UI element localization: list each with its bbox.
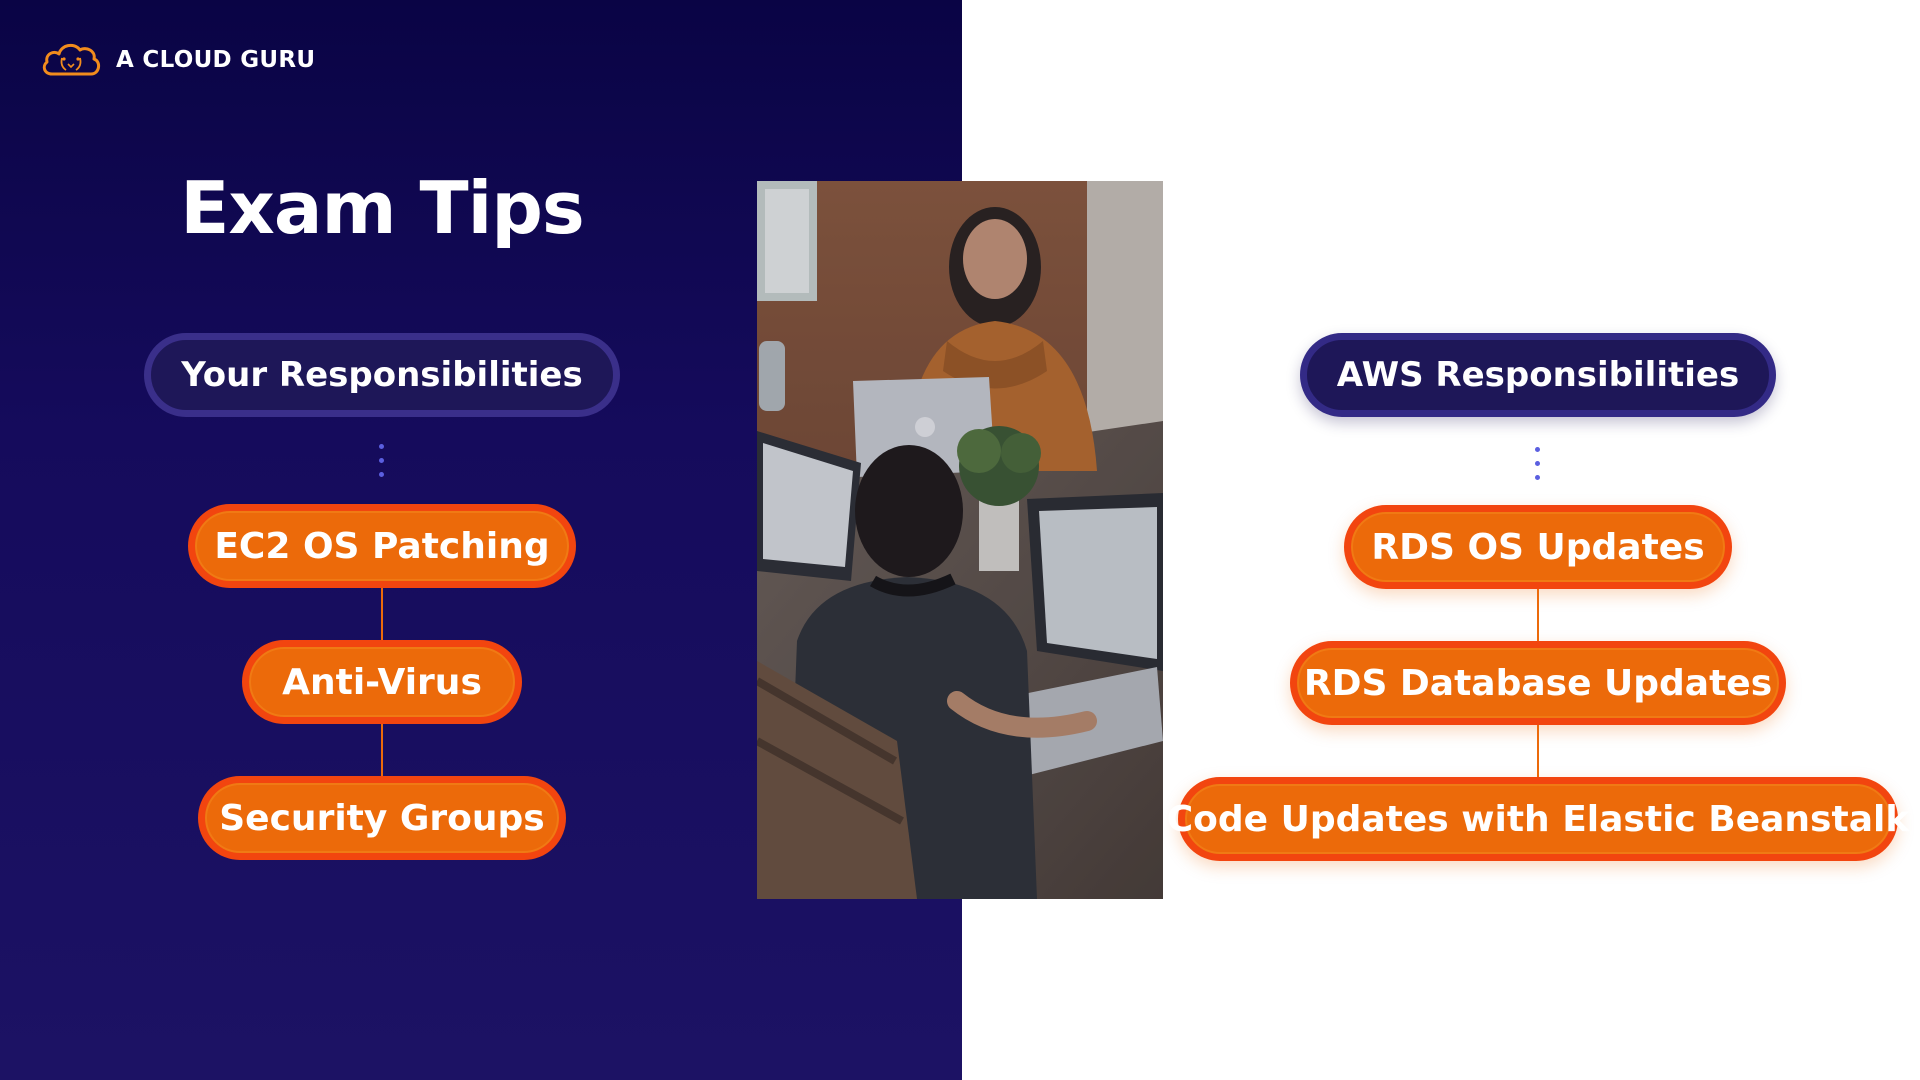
page-title: Exam Tips <box>180 166 585 250</box>
brand-name: A CLOUD GURU <box>116 47 316 73</box>
connector-dot <box>1535 447 1540 452</box>
your-item-security-groups: Security Groups <box>198 776 566 860</box>
right-connector-line-2 <box>1537 725 1539 777</box>
your-item-label: Security Groups <box>219 797 545 839</box>
aws-item-label: RDS Database Updates <box>1303 662 1773 704</box>
your-item-ec2-os-patching: EC2 OS Patching <box>188 504 576 588</box>
connector-dot <box>379 472 384 477</box>
aws-item-label: RDS OS Updates <box>1371 526 1705 568</box>
your-item-anti-virus: Anti-Virus <box>242 640 522 724</box>
aws-item-rds-database-updates: RDS Database Updates <box>1290 641 1786 725</box>
brand-logo: A CLOUD GURU <box>40 38 315 82</box>
aws-item-code-updates-elastic-beanstalk: Code Updates with Elastic Beanstalk <box>1167 777 1909 861</box>
cloud-logo-icon <box>42 43 100 76</box>
left-connector-line-2 <box>381 724 383 776</box>
right-dotted-connector <box>1535 447 1541 480</box>
connector-dot <box>379 444 384 449</box>
your-item-label: EC2 OS Patching <box>214 525 550 567</box>
your-responsibilities-heading: Your Responsibilities <box>144 333 620 417</box>
your-responsibilities-heading-label: Your Responsibilities <box>181 355 583 395</box>
connector-dot <box>1535 475 1540 480</box>
office-photo <box>757 181 1163 899</box>
left-dotted-connector <box>379 444 385 477</box>
connector-dot <box>379 458 384 463</box>
photo-illustration <box>757 181 1163 899</box>
right-connector-line-1 <box>1537 589 1539 641</box>
aws-item-label: Code Updates with Elastic Beanstalk <box>1166 798 1910 840</box>
aws-responsibilities-heading-label: AWS Responsibilities <box>1336 355 1740 395</box>
left-connector-line-1 <box>381 588 383 640</box>
aws-responsibilities-heading: AWS Responsibilities <box>1300 333 1776 417</box>
connector-dot <box>1535 461 1540 466</box>
your-item-label: Anti-Virus <box>282 661 482 703</box>
aws-item-rds-os-updates: RDS OS Updates <box>1344 505 1732 589</box>
